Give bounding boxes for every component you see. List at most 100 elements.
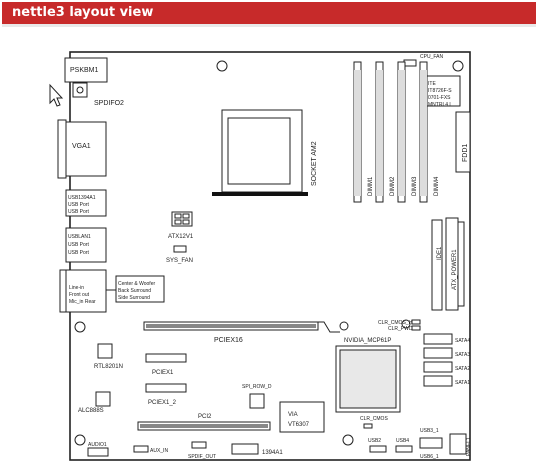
clr-pwd-jumper [411, 325, 421, 331]
usb-1394-block [65, 189, 107, 217]
atx12v-connector [171, 211, 193, 227]
sata4-label: SATA4 [455, 338, 470, 344]
usb4-label: USB4 [396, 438, 409, 444]
spdif-port-circle [76, 86, 84, 94]
usb-1394-label: USB1394A1 [68, 195, 96, 201]
pciex16-latch [318, 321, 340, 333]
atx12v-pin [174, 213, 182, 219]
dimm2-slot-fill [376, 70, 383, 196]
ite-code-label: 0701-FXS [428, 95, 451, 101]
usb-port-label-3: USB Port [68, 242, 89, 248]
vga-label: VGA1 [72, 143, 91, 150]
dimm1-label: DIMM1 [368, 176, 374, 196]
socket-lever [212, 192, 308, 196]
dimm4-label: DIMM4 [434, 176, 440, 196]
usb-port-label-2: USB Port [68, 209, 89, 215]
dimm3-slot-fill [398, 70, 405, 196]
pciex1-label: PCIEX1 [152, 370, 174, 376]
sata2-port [423, 361, 453, 373]
audio1-label: AUDIO1 [88, 442, 107, 448]
page-title: nettle3 layout view [12, 5, 154, 20]
audio-center-woofer-label: Center & Woofer [118, 281, 155, 287]
rtl-chip [97, 343, 113, 359]
clr-cmos-hp-jumper [411, 319, 421, 325]
chipset-heatsink [339, 349, 397, 409]
spdif-label: SPDIFO2 [94, 100, 124, 107]
usb-lan-block [65, 227, 107, 263]
ite-model-label: IT8726F-S [428, 88, 452, 94]
pciex1-2-slot [145, 383, 187, 393]
usb3-label: USB3_1 [420, 428, 439, 434]
sata1-port [423, 375, 453, 387]
pciex1-slot [145, 353, 187, 363]
ieee1394-label: 1394A1 [262, 450, 283, 456]
spdif-out-label: SPDIF_OUT [188, 454, 216, 460]
mounting-hole [74, 434, 86, 446]
usb3-header [419, 437, 443, 449]
ide-label: IDE1 [437, 246, 443, 260]
audio-line-in-label: Line-in [69, 285, 84, 291]
pci2-label: PCI2 [198, 414, 212, 420]
nvidia-label: NVIDIA_MCP61P [344, 338, 391, 344]
title-bar: nettle3 layout view [2, 2, 536, 27]
pciex16-label: PCIEX16 [214, 337, 243, 344]
audio-rear-block [115, 275, 165, 303]
via-model-label: VT6307 [288, 422, 310, 428]
alc-label: ALC888S [78, 408, 104, 414]
aux-in-label: AUX_IN [150, 448, 168, 454]
spi-label: SPI_ROW_D [242, 384, 272, 390]
mounting-hole [216, 60, 228, 72]
atx12v-pin [174, 219, 182, 225]
usb2-label: USB2 [368, 438, 381, 444]
cpu-socket-inner [227, 117, 291, 185]
usb6-label: USB6_1 [420, 454, 439, 460]
mounting-hole [74, 321, 86, 333]
atx-power-pins [457, 221, 465, 307]
clr-pwd-label: CLR_PWD [388, 326, 413, 332]
audio-mic-in-label: Mic_in Rear [69, 299, 96, 305]
ite-lot-label: MNTRL4 L [428, 102, 452, 108]
ieee1394-header [231, 443, 259, 455]
cpu-fan-header [403, 59, 417, 67]
dimm3-label: DIMM3 [412, 176, 418, 196]
alc-chip [95, 391, 111, 407]
pciex16-slot-fill [146, 324, 316, 328]
panel-label: PANEL1 [466, 437, 472, 456]
atx12v-pin [182, 213, 190, 219]
sata1-label: SATA1 [455, 380, 470, 386]
socket-label: SOCKET AM2 [311, 141, 318, 186]
usb-lan-label: USBLAN1 [68, 234, 91, 240]
audio-front-out-label: Front out [69, 292, 90, 298]
sata3-port [423, 347, 453, 359]
usb4-header [395, 445, 413, 453]
sata4-port [423, 333, 453, 345]
usb2-header [369, 445, 387, 453]
aux-in-header [133, 445, 149, 453]
cpu-fan-label: CPU_FAN [420, 54, 443, 60]
clr-cmos-jumper [363, 423, 373, 429]
spdif-jack [72, 82, 88, 98]
sata3-label: SATA3 [455, 352, 470, 358]
panel-header [449, 433, 467, 455]
mouse-cursor-icon [49, 83, 64, 107]
atx12v-pin [182, 219, 190, 225]
clr-cmos-label: CLR_CMOS [360, 416, 388, 422]
audio1-header [87, 447, 109, 457]
mounting-hole [401, 319, 411, 329]
pciex1-2-label: PCIEX1_2 [148, 400, 177, 406]
mounting-hole [452, 60, 464, 72]
dimm1-slot-fill [354, 70, 361, 196]
dimm4-slot-fill [420, 70, 427, 196]
via-label: VIA [288, 412, 298, 418]
mounting-hole [339, 321, 349, 331]
pci2-slot-fill [140, 424, 268, 428]
sys-fan-header [173, 245, 187, 253]
spi-chip [249, 393, 265, 409]
dimm2-label: DIMM2 [390, 176, 396, 196]
ps2-connector [64, 57, 108, 83]
via-chip [279, 401, 325, 433]
vga-connector [65, 121, 107, 177]
mounting-hole [342, 434, 354, 446]
sata2-label: SATA2 [455, 366, 470, 372]
fdd-connector [455, 111, 471, 173]
